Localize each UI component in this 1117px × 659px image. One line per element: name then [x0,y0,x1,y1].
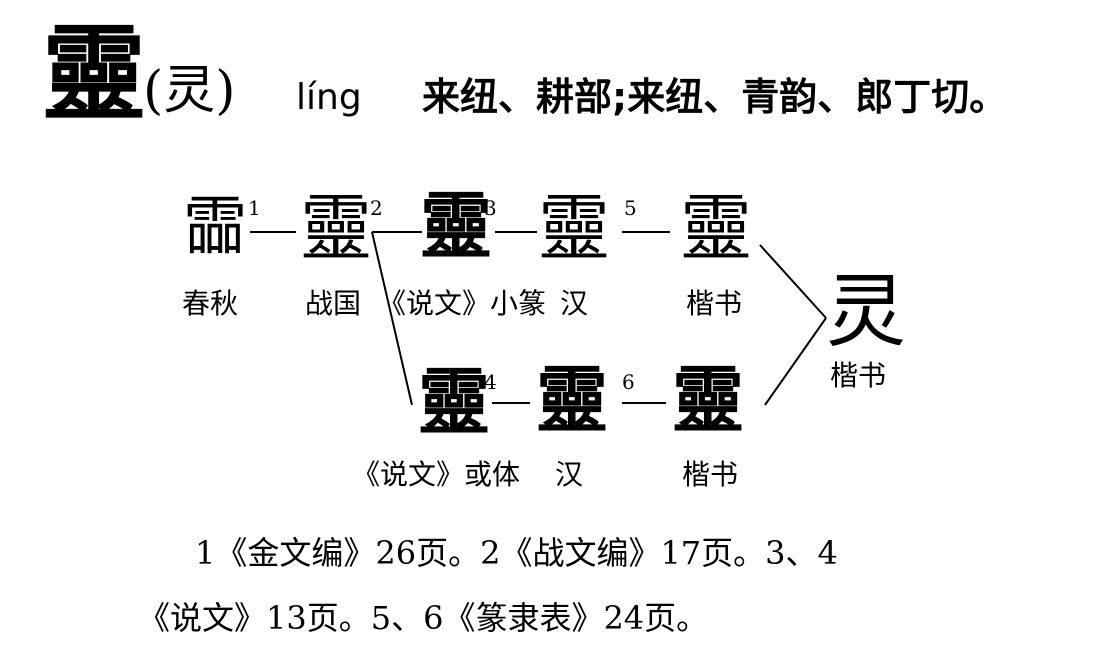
simplified-form: (灵) [143,61,236,121]
glyph-simplified-final: 灵 [826,265,906,358]
glyph-han-bottom: 靈 [536,357,609,442]
source-note-line-1: 1《金文编》26页。2《战文编》17页。3、4 [195,534,838,572]
label-han-bottom: 汉 [555,458,584,491]
label-simplified-final: 楷书 [830,359,887,392]
glyph-han-top: 靈 [538,186,611,270]
glyph-regular-top: 靈 [680,186,753,270]
label-shuowen-variant: 《说文》或体 [352,458,521,491]
index-3: 3 [484,196,497,220]
connector-5-final [759,244,827,319]
label-spring-autumn: 春秋 [182,287,239,320]
connector-2-4 [371,231,413,406]
index-2: 2 [370,196,383,220]
head-character: 靈 [42,12,147,135]
index-1: 1 [248,196,261,220]
index-4: 4 [484,370,497,394]
glyph-small-seal: 靈 [420,183,493,268]
glyph-variant-form: 靈 [418,359,491,444]
label-warring-states: 战国 [305,287,362,320]
pinyin: líng [296,77,362,118]
index-6: 6 [622,370,635,394]
index-5: 5 [624,196,637,220]
glyph-regular-bottom: 靈 [672,357,745,442]
label-regular-top: 楷书 [686,287,743,320]
phonology-notes: 来纽、耕部;来纽、青韵、郎丁切。 [422,75,1008,119]
label-shuowen-small-seal: 《说文》小篆 [378,287,547,320]
label-han-top: 汉 [560,287,589,320]
glyph-warring-states: 靈 [300,186,373,270]
connector-6-final [764,317,827,406]
glyph-spring-autumn: 霝 [183,190,247,264]
label-regular-bottom: 楷书 [682,458,739,491]
source-note-line-2: 《说文》13页。5、6《篆隶表》24页。 [138,599,709,637]
